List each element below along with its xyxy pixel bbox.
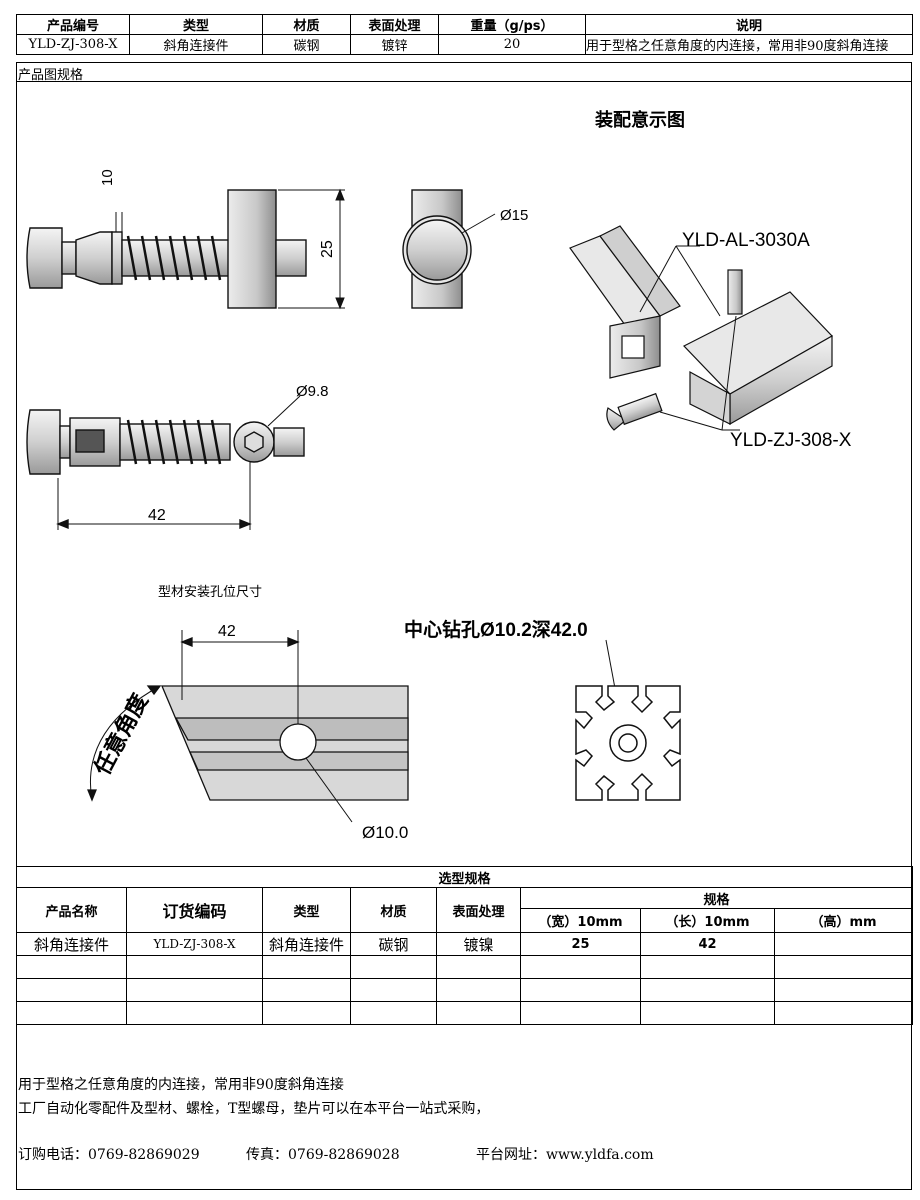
table-row (16, 978, 914, 1002)
any-angle-label: 任意角度 (89, 689, 153, 780)
dim-98: Ø9.8 (296, 383, 329, 400)
technical-drawings: 装配意示图 10 25 Ø15 (26, 109, 852, 842)
hole-dim-42: 42 (218, 623, 236, 640)
header-val-weight: 20 (438, 34, 586, 55)
spec-cell: 镀镍 (436, 932, 521, 956)
header-val-code: YLD-ZJ-308-X (16, 34, 130, 55)
dim-42: 42 (148, 507, 166, 524)
frame-divider (16, 81, 912, 82)
header-val-surface: 镀锌 (350, 34, 439, 55)
dim-10: 10 (99, 169, 116, 186)
spec-sub-width: （宽）10mm (520, 908, 641, 933)
connector-side-view (26, 189, 307, 309)
spec-h-surface: 表面处理 (436, 887, 521, 933)
spec-cell: 25 (520, 932, 641, 956)
dim-line-25 (278, 188, 345, 310)
spec-sub-length: （长）10mm (640, 908, 775, 933)
spec-h-type: 类型 (262, 887, 351, 933)
table-row: 斜角连接件 YLD-ZJ-308-X 斜角连接件 碳钢 镀镍 25 42 (16, 932, 914, 956)
header-col-weight: 重量（g/ps） (438, 14, 586, 35)
label-profile-part: YLD-AL-3030A (682, 230, 810, 251)
spec-title: 选型规格 (15, 866, 914, 888)
header-val-type: 斜角连接件 (129, 34, 263, 55)
footer-website: 平台网址：www.yldfa.com (476, 1147, 654, 1163)
footer-phone: 订购电话：0769-82869029 (18, 1147, 200, 1163)
spec-cell: 碳钢 (350, 932, 437, 956)
connector-end-view (402, 189, 496, 309)
spec-h-material: 材质 (350, 887, 437, 933)
spec-cell: 斜角连接件 (16, 932, 127, 956)
spec-sub-height: （高）mm (773, 908, 914, 933)
spec-cell: YLD-ZJ-308-X (126, 932, 263, 956)
assembly-title: 装配意示图 (595, 109, 685, 130)
spec-cell: 42 (640, 932, 775, 956)
spec-h-name: 产品名称 (16, 887, 127, 933)
spec-cell (773, 932, 914, 956)
drill-note: 中心钻孔Ø10.2深42.0 (404, 618, 588, 641)
section-label: 产品图规格 (18, 68, 84, 83)
footer-fax: 传真：0769-82869028 (246, 1147, 400, 1163)
spec-h-code: 订货编码 (126, 887, 263, 933)
dim-15: Ø15 (500, 207, 528, 224)
spec-h-spec: 规格 (519, 886, 914, 910)
connector-top-view (26, 395, 305, 530)
hole-title: 型材安装孔位尺寸 (158, 584, 262, 599)
hole-diameter: Ø10.0 (362, 823, 408, 842)
table-row (16, 1001, 914, 1025)
drawing-frame (16, 62, 912, 1190)
spec-cell: 斜角连接件 (262, 932, 351, 956)
assembly-illustration (569, 225, 833, 431)
header-table: 产品编号 类型 材质 表面处理 重量（g/ps） 说明 YLD-ZJ-308-X… (16, 14, 913, 55)
spec-table: 选型规格 产品名称 订货编码 类型 材质 表面处理 规格 （宽）10mm （长）… (15, 866, 914, 1025)
header-val-desc: 用于型格之任意角度的内连接，常用非90度斜角连接 (585, 34, 913, 55)
dim-25: 25 (319, 240, 336, 258)
profile-hole-view (87, 630, 409, 823)
footer-line2: 工厂自动化零配件及型材、螺栓，T型螺母，垫片可以在本平台一站式采购， (18, 1101, 490, 1117)
table-row (16, 955, 914, 979)
profile-cross-section (575, 639, 681, 801)
footer-line1: 用于型格之任意角度的内连接，常用非90度斜角连接 (18, 1077, 344, 1093)
label-connector-part: YLD-ZJ-308-X (730, 430, 852, 451)
